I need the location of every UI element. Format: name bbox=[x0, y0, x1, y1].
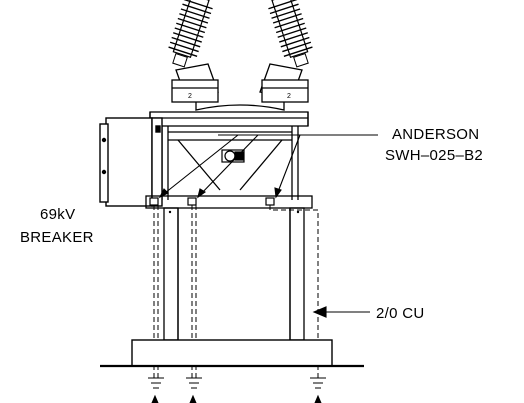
left-bushing-insulator bbox=[168, 0, 213, 68]
bushing-base-saddle bbox=[195, 102, 285, 111]
right-bushing-insulator bbox=[268, 0, 313, 68]
conductor-label: 2/0 CU bbox=[376, 305, 425, 322]
support-structure bbox=[145, 195, 313, 341]
svg-text:2: 2 bbox=[287, 93, 291, 100]
equipment-label-line1: 69kV bbox=[40, 206, 75, 223]
svg-text:2: 2 bbox=[188, 93, 192, 100]
ground-rod-symbols bbox=[148, 377, 326, 403]
control-cabinet bbox=[99, 117, 163, 207]
callout-leaders bbox=[158, 134, 378, 318]
concrete-foundation bbox=[100, 339, 364, 368]
operating-mechanism bbox=[221, 149, 245, 163]
callout-part-label-line2: SWH–025–B2 bbox=[385, 147, 483, 164]
callout-part-label-line1: ANDERSON bbox=[392, 126, 479, 143]
left-ct-housing: 2 bbox=[171, 63, 219, 103]
bolt-marks bbox=[168, 210, 300, 214]
right-ct-housing: 2 bbox=[259, 63, 309, 103]
equipment-label-line2: BREAKER bbox=[20, 229, 94, 246]
